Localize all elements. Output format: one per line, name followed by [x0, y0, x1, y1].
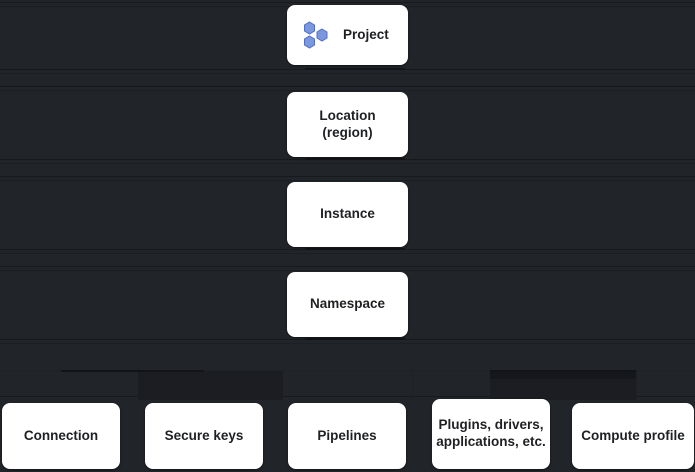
- node-compute-profile[interactable]: Compute profile: [572, 403, 694, 469]
- node-location[interactable]: Location (region): [287, 92, 408, 157]
- node-location-label: Location (region): [319, 107, 376, 140]
- band-divider: [0, 73, 695, 74]
- node-connection[interactable]: Connection: [2, 403, 120, 469]
- band-divider: [0, 396, 695, 397]
- grid-shade: [138, 371, 283, 400]
- node-plugins-label: Plugins, drivers, applications, etc.: [436, 417, 546, 449]
- node-secure-keys[interactable]: Secure keys: [145, 403, 263, 469]
- hexagon-cluster-icon: [301, 20, 331, 50]
- node-namespace-label: Namespace: [309, 296, 386, 312]
- band-divider: [0, 90, 695, 91]
- grid-shade: [490, 379, 636, 400]
- node-plugins[interactable]: Plugins, drivers, applications, etc.: [432, 399, 550, 469]
- band-divider: [0, 69, 695, 70]
- band-divider: [0, 343, 695, 344]
- band-divider: [0, 86, 695, 87]
- node-instance[interactable]: Instance: [287, 182, 408, 247]
- connector-instance-namespace: [305, 248, 405, 250]
- grid-rule: [412, 371, 413, 401]
- band-divider: [0, 176, 695, 177]
- band-divider: [0, 180, 695, 181]
- connector-branch-left: [61, 370, 204, 372]
- node-compute-profile-label: Compute profile: [581, 427, 685, 443]
- grid-rule: [138, 371, 139, 401]
- node-pipelines[interactable]: Pipelines: [288, 403, 406, 469]
- node-namespace[interactable]: Namespace: [287, 272, 408, 337]
- connector-project-location: [305, 68, 405, 70]
- band-divider: [0, 159, 695, 160]
- grid-rule: [636, 371, 637, 401]
- grid-rule: [282, 371, 283, 401]
- grid-rule: [490, 371, 491, 401]
- band-divider: [0, 270, 695, 271]
- connector-namespace-branch: [305, 338, 405, 340]
- node-pipelines-label: Pipelines: [317, 427, 377, 443]
- node-instance-label: Instance: [320, 206, 375, 222]
- band-divider: [0, 163, 695, 164]
- node-secure-keys-label: Secure keys: [164, 427, 244, 443]
- band-divider: [0, 266, 695, 267]
- band-divider: [0, 339, 695, 340]
- connector-location-instance: [305, 158, 405, 160]
- band-divider: [0, 249, 695, 250]
- grid-shade: [490, 371, 636, 379]
- node-project-label: Project: [343, 26, 389, 42]
- node-connection-label: Connection: [23, 427, 99, 443]
- band-divider: [0, 370, 695, 371]
- node-project[interactable]: Project: [287, 5, 408, 65]
- connector-branch-right: [490, 370, 636, 372]
- band-divider: [0, 253, 695, 254]
- band-divider: [0, 2, 695, 3]
